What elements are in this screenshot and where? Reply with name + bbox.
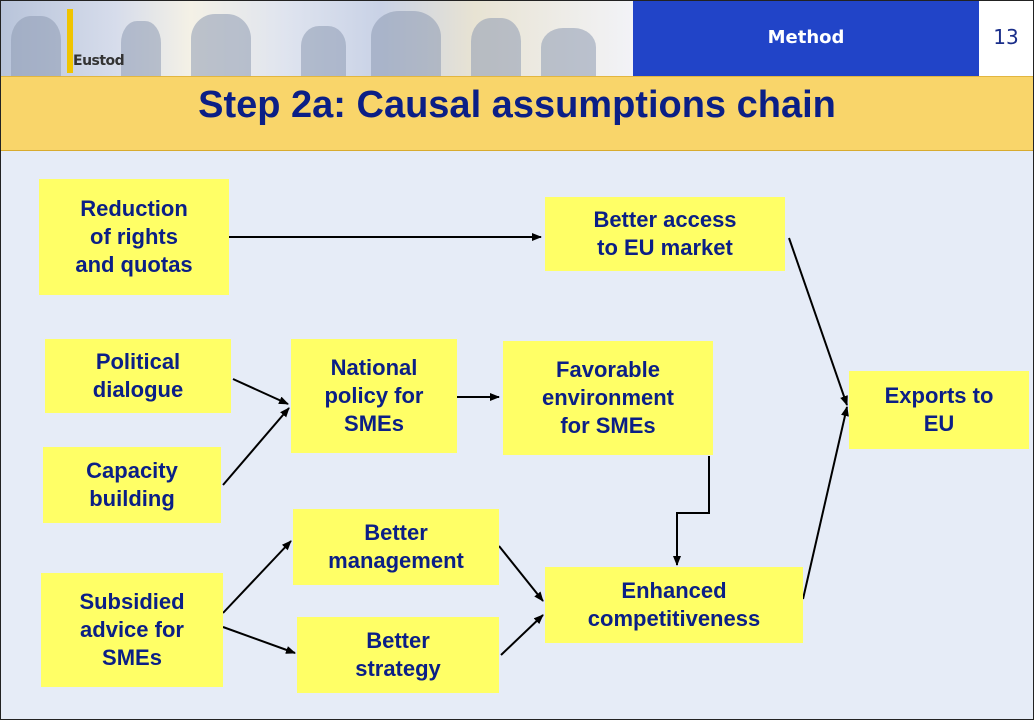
node-exports-to-eu: Exports to EU: [849, 371, 1029, 449]
node-subsidied-advice: Subsidied advice for SMEs: [41, 573, 223, 687]
edge-better-strategy-to-enhanced: [500, 614, 544, 656]
title-band: [1, 76, 1033, 151]
node-better-strategy: Better strategy: [297, 617, 499, 693]
edge-capacity-to-national-policy: [222, 407, 290, 486]
edge-favorable-env-to-enhanced: [673, 456, 710, 566]
node-capacity-building: Capacity building: [43, 447, 221, 523]
edge-subsidied-to-better-strategy: [222, 626, 296, 654]
edge-better-access-to-exports: [788, 237, 848, 406]
logo: Eustod: [73, 53, 125, 69]
header-photo-collage: [1, 1, 633, 76]
edge-better-management-to-enhanced: [498, 545, 544, 602]
edge-enhanced-to-exports: [802, 406, 849, 600]
header-banner: Eustod Method 13: [1, 1, 1033, 76]
edge-political-to-national-policy: [232, 378, 289, 405]
section-label: Method: [767, 27, 845, 48]
node-enhanced-competitiveness: Enhanced competitiveness: [545, 567, 803, 643]
edge-subsidied-to-better-management: [222, 540, 292, 614]
node-better-management: Better management: [293, 509, 499, 585]
node-reduction-of-rights: Reduction of rights and quotas: [39, 179, 229, 295]
page-number: 13: [993, 25, 1019, 49]
node-national-policy: National policy for SMEs: [291, 339, 457, 453]
section-tab: [633, 1, 979, 76]
node-better-access: Better access to EU market: [545, 197, 785, 271]
node-political-dialogue: Political dialogue: [45, 339, 231, 413]
logo-bar: [67, 9, 73, 73]
node-favorable-environment: Favorable environment for SMEs: [503, 341, 713, 455]
slide-title: Step 2a: Causal assumptions chain: [198, 84, 836, 126]
